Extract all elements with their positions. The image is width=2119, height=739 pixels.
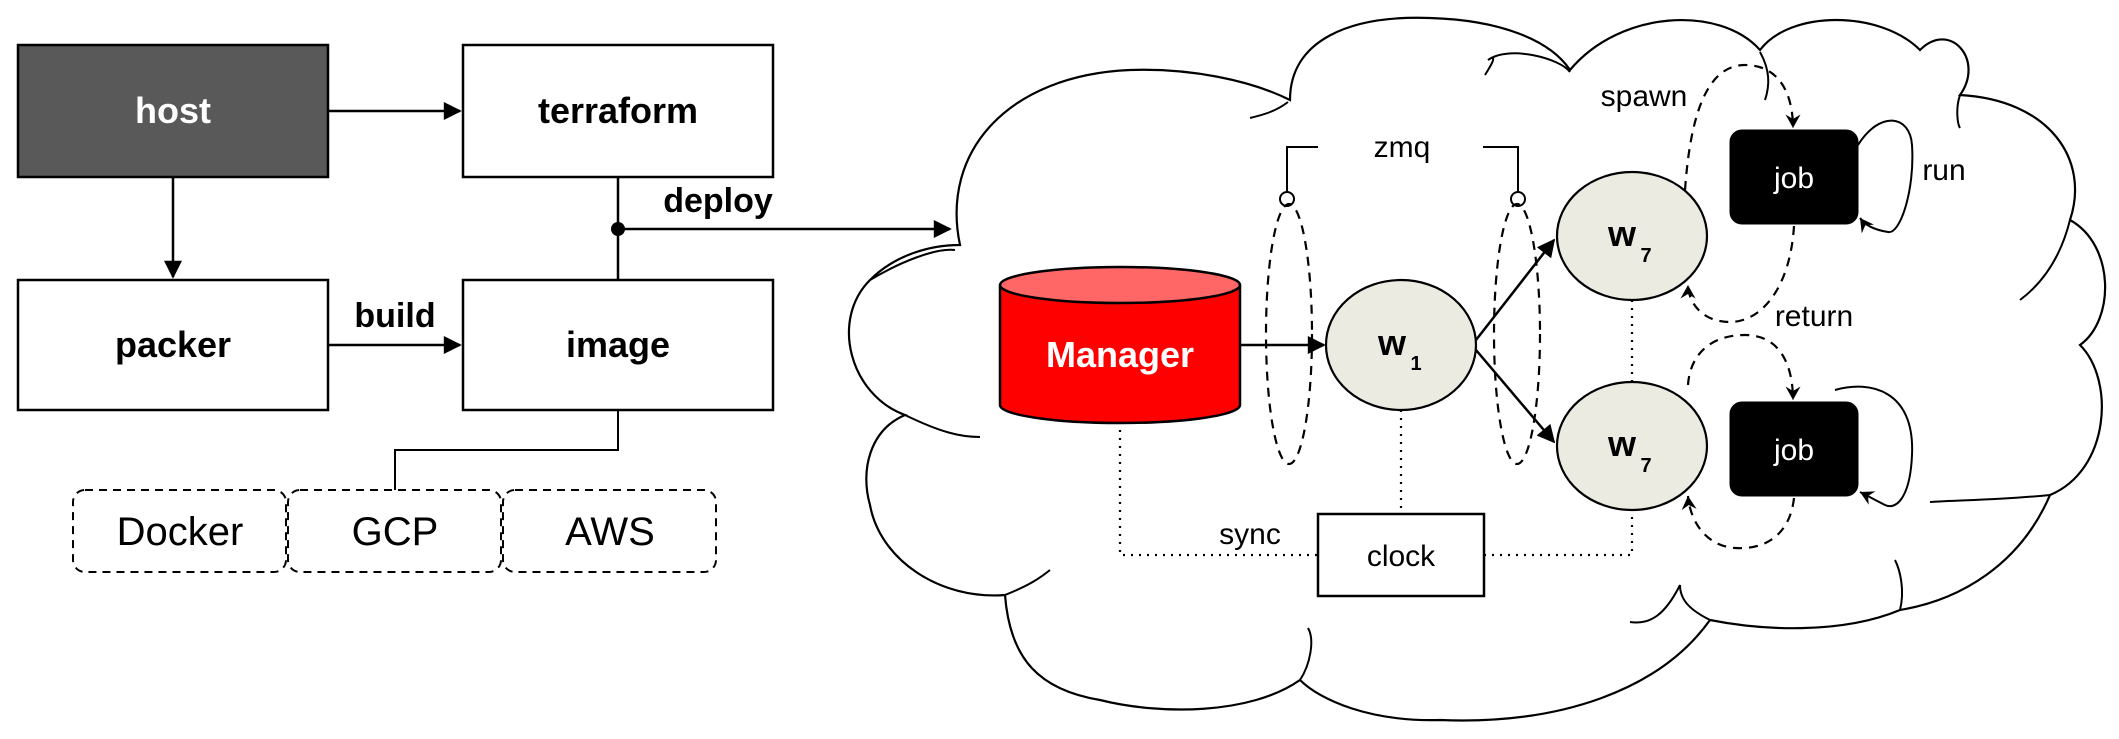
manager-node: Manager <box>998 265 1242 425</box>
manager-label: Manager <box>1046 334 1194 375</box>
zmq-bracket-right <box>1483 146 1519 193</box>
w7a-letter: w <box>1607 213 1637 254</box>
worker-w1: w 1 <box>1324 278 1478 412</box>
job-top-label: job <box>1773 162 1814 195</box>
job-bottom-label: job <box>1773 434 1814 467</box>
worker-w7-top: w 7 <box>1555 170 1709 302</box>
gcp-provider: GCP <box>287 489 502 573</box>
zmq-channel-left <box>1264 202 1314 466</box>
aws-provider: AWS <box>502 489 717 573</box>
w7b-subscript: 7 <box>1640 455 1651 477</box>
edge-w1-w7a <box>1475 238 1556 341</box>
host-label: host <box>135 90 211 131</box>
aws-label: AWS <box>565 510 655 554</box>
build-label: build <box>354 297 435 335</box>
w7b-letter: w <box>1607 423 1637 464</box>
host-node: host <box>16 43 330 179</box>
sync-label: sync <box>1219 518 1281 551</box>
zmq-channel-right <box>1492 202 1542 466</box>
spawn-label: spawn <box>1601 80 1688 113</box>
terraform-label: terraform <box>538 90 698 131</box>
docker-label: Docker <box>117 510 244 554</box>
image-label: image <box>566 324 670 365</box>
edge-spawn-top <box>1683 63 1801 191</box>
clock-label: clock <box>1367 540 1436 573</box>
zmq-socket-left <box>1279 191 1295 207</box>
zmq-bracket <box>1286 146 1318 193</box>
deploy-label: deploy <box>663 182 773 220</box>
edge-sync-w7 <box>1484 510 1634 557</box>
terraform-node: terraform <box>461 43 775 179</box>
w1-subscript: 1 <box>1410 353 1421 375</box>
zmq-socket-right <box>1510 191 1526 207</box>
edge-w1-w7b <box>1475 349 1556 444</box>
gcp-label: GCP <box>352 510 439 554</box>
edge-image-providers <box>394 410 619 490</box>
packer-label: packer <box>115 324 231 365</box>
edge-sync-manager <box>1118 422 1318 557</box>
image-node: image <box>461 278 775 412</box>
run-label: run <box>1922 154 1965 187</box>
edge-return-bottom <box>1681 495 1796 550</box>
zmq-label: zmq <box>1374 131 1431 164</box>
worker-w7-bottom: w 7 <box>1555 380 1709 512</box>
w7a-subscript: 7 <box>1640 245 1651 267</box>
edge-spawn-bottom <box>1686 333 1801 401</box>
docker-provider: Docker <box>72 489 287 573</box>
w1-letter: w <box>1377 322 1407 363</box>
clock-node: clock <box>1316 512 1486 598</box>
edge-run-bottom <box>1834 385 1914 508</box>
packer-node: packer <box>16 278 330 412</box>
job-top: job <box>1729 129 1859 225</box>
job-bottom: job <box>1729 401 1859 497</box>
return-label: return <box>1775 300 1853 333</box>
edge-run-top <box>1857 119 1914 234</box>
